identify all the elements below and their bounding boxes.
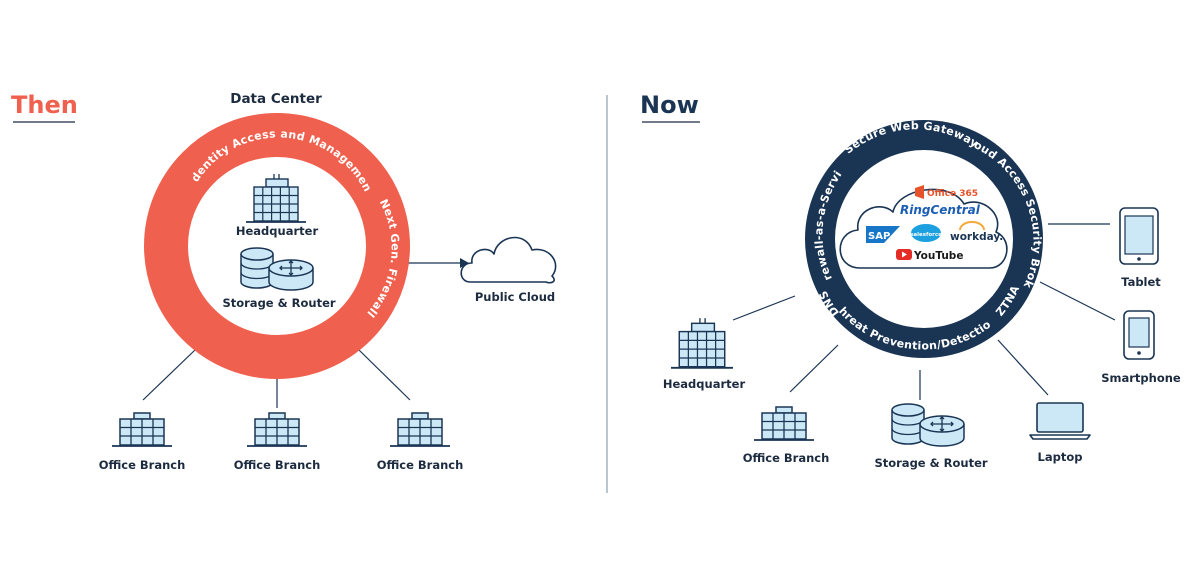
then-section: Then Data Center Identity Access and Man… [0,0,557,472]
smartphone-label: Smartphone [1101,371,1181,385]
public-cloud-icon [460,236,557,284]
headquarter-icon [671,318,733,369]
office365-logo: Office 365 [915,185,978,199]
arrow-head [460,258,469,268]
laptop-label: Laptop [1038,450,1083,464]
now-connectors [732,223,1116,400]
now-title: Now [640,91,699,119]
now-headquarter-label: Headquarter [663,377,746,391]
tablet-label: Tablet [1121,275,1161,289]
ring-label-fwaas: Firewall-as-a-Service [0,0,845,283]
salesforce-logo: salesforce [910,224,942,242]
svg-text:workday.: workday. [950,231,1003,243]
office-branch-icon [245,412,309,448]
office-branch-icon [388,412,452,448]
svg-text:SAP: SAP [868,231,890,242]
storage-router-icon [891,403,965,447]
public-cloud-label: Public Cloud [475,290,555,304]
now-branch-label: Office Branch [743,451,830,465]
ringcentral-logo: RingCentral [900,203,981,217]
headquarter-icon [246,174,306,223]
storage-router-icon [240,247,314,291]
then-branch-label-2: Office Branch [234,458,321,472]
office-branch-icon [110,412,174,448]
then-headquarter-label: Headquarter [236,224,319,238]
youtube-logo: YouTube [896,249,963,262]
laptop-icon [1029,402,1091,440]
then-title: Then [11,91,78,119]
workday-logo: workday. [950,221,1003,243]
then-connectors [142,262,460,408]
data-center-label: Data Center [230,91,322,107]
svg-text:Office 365: Office 365 [927,189,978,199]
smartphone-icon [1123,310,1155,360]
svg-text:salesforce: salesforce [910,232,942,238]
now-storage-router-label: Storage & Router [874,456,987,470]
then-security-ring [144,113,410,379]
then-branch-label-1: Office Branch [99,458,186,472]
tablet-icon [1119,207,1159,265]
sap-logo: SAP [866,226,900,243]
then-branch-label-3: Office Branch [377,458,464,472]
svg-text:YouTube: YouTube [913,250,963,262]
office-branch-icon [752,406,816,442]
then-storage-router-label: Storage & Router [222,296,335,310]
